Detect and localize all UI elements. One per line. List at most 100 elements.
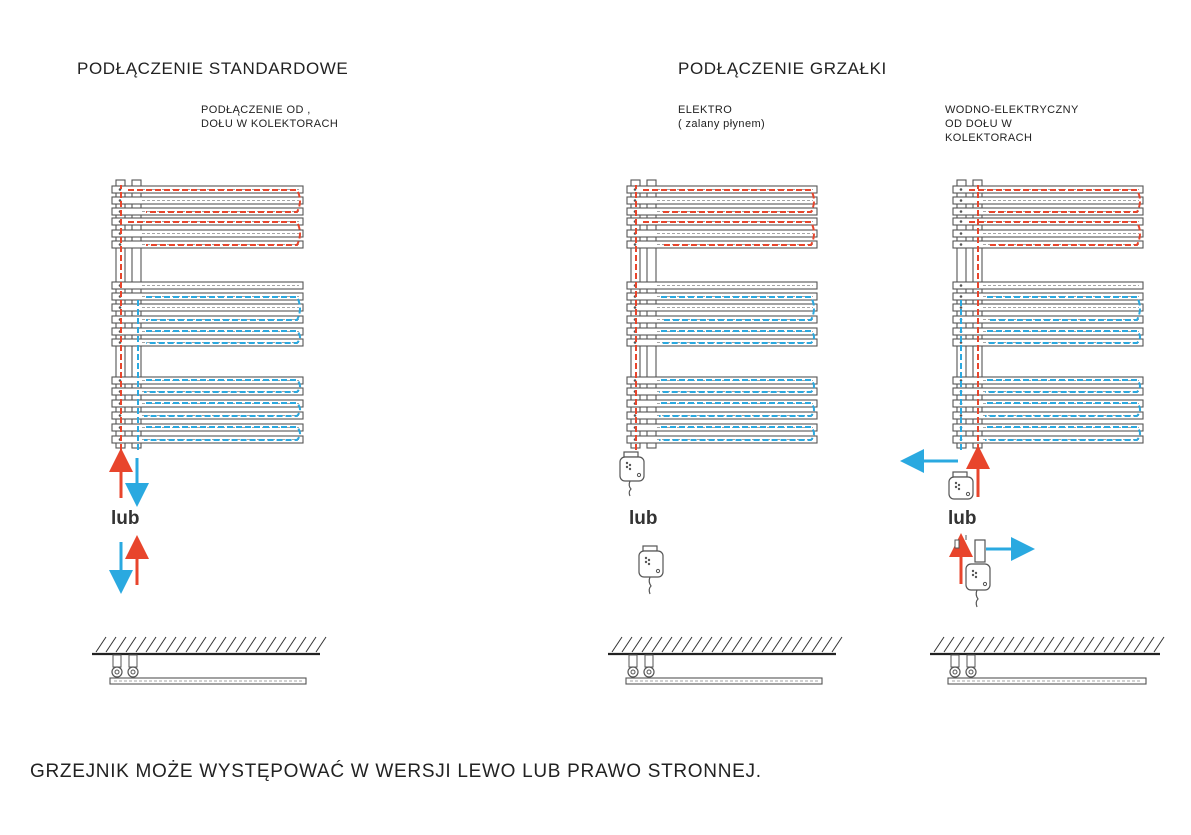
wall-hatch [245,636,257,653]
wall-hatch [821,636,833,653]
wall-hatch [275,636,287,653]
tube-dot [959,306,963,309]
heater-element-icon-water-electric-alt [965,563,991,608]
tube-dot [959,243,963,246]
connector-pipe [966,654,976,668]
radiator-water-electric [952,179,1144,450]
wall-hatch [235,636,247,653]
wall-hatch [973,636,985,653]
flow-cold-loop [659,426,815,441]
top-view-standard [92,636,327,685]
heater-element-icon [619,451,645,497]
arrows-water-electric [900,445,1035,584]
wall-hatch [1073,636,1085,653]
valve-inner [130,669,136,675]
flow-cold-loop [985,379,1141,393]
radiator-top-edge [109,677,307,685]
connector-pipe [628,654,638,668]
flow-cold-loop [144,426,301,441]
flow-cold-loop [987,296,1141,321]
flow-cold-loop [144,402,301,417]
flow-hot-loop [969,221,1141,246]
wall-hatch [285,636,297,653]
connector-pipe [644,654,654,668]
flow-hot-loop [969,189,1141,213]
wall-hatch [1003,636,1015,653]
flow-hot-loop [128,189,301,213]
wall-hatch [953,636,965,653]
valve-circle [949,666,961,678]
valve-circle [643,666,655,678]
valve-inner [646,669,652,675]
lub-label-standard: lub [111,508,140,529]
flow-hot-loop [643,221,815,246]
tube-dot [959,210,963,213]
wall-hatch [1063,636,1075,653]
subtitle-standard-line-1: PODŁĄCZENIE OD , [201,104,311,116]
wall-hatch [1153,636,1165,653]
wall-hatch [761,636,773,653]
wall-hatch [611,636,623,653]
wall-hatch [731,636,743,653]
wall-hatch [781,636,793,653]
tube-dot [959,232,963,235]
tube-dot [959,284,963,287]
flow-cold-loop [146,296,301,321]
flow-cold-loop [146,330,301,344]
wall-hatch [1013,636,1025,653]
flow-cold-loop [987,330,1141,344]
flow-cold-loop [985,402,1141,417]
wall-hatch [115,636,127,653]
arrows-standard [109,448,149,594]
wall-hatch [165,636,177,653]
connector-pipe [950,654,960,668]
valve-circle [111,666,123,678]
lub-label-elektro: lub [629,508,658,529]
wall-hatch [811,636,823,653]
top-view-elektro [608,636,843,685]
wall-hatch [661,636,673,653]
top-view-water-electric [930,636,1165,685]
wall-hatch [993,636,1005,653]
wall-hatch [175,636,187,653]
valve-inner [630,669,636,675]
wall-hatch [741,636,753,653]
heater-element-icon-water-electric [948,471,974,500]
wall-hatch [801,636,813,653]
tube-dot [633,414,637,417]
wall-hatch [791,636,803,653]
section-title-heater: PODŁĄCZENIE GRZAŁKI [678,59,887,78]
radiator-standard [111,179,304,450]
wall-hatch [295,636,307,653]
wall-hatch [195,636,207,653]
wall-hatch [185,636,197,653]
flow-cold-loop [985,426,1141,441]
wall-hatch [771,636,783,653]
collector-right [131,179,142,449]
subtitle-elektro-line-2: ( zalany płynem) [678,118,766,130]
wall-hatch [983,636,995,653]
tube-dot [959,220,963,223]
tube-dot [118,243,122,246]
wall-hatch [711,636,723,653]
wall-hatch [721,636,733,653]
subtitle-water-electric-line-3: KOLEKTORACH [945,132,1033,144]
wall-hatch [641,636,653,653]
valve-inner [952,669,958,675]
wall-hatch [145,636,157,653]
radiator-top-edge [625,677,823,685]
wall-hatch [701,636,713,653]
tube-dot [118,306,122,309]
collector-right [646,179,657,449]
wall-hatch [1083,636,1095,653]
wall-hatch [943,636,955,653]
flow-hot-loop [643,189,815,213]
wall-hatch [621,636,633,653]
flow-hot-loop [128,221,301,246]
flow-cold-loop [659,402,815,417]
lub-label-water-electric: lub [948,508,977,529]
flow-cold-loop [144,379,301,393]
wall-hatch [831,636,843,653]
connector-pipe [112,654,122,668]
tube-dot [959,199,963,202]
